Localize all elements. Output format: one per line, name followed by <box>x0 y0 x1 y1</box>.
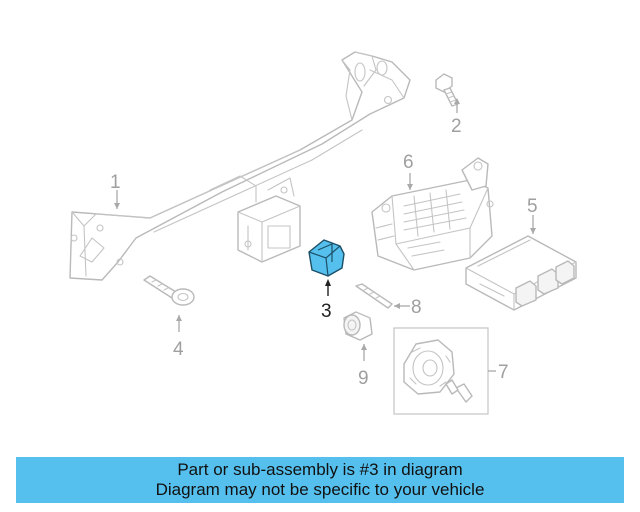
parts-diagram: 1 2 6 5 <box>69 51 577 415</box>
banner-line-disclaimer: Diagram may not be specific to your vehi… <box>155 480 485 499</box>
part-8-pin <box>355 283 393 309</box>
info-banner: Part or sub-assembly is #3 in diagram Di… <box>16 457 624 503</box>
part-9-bushing <box>343 311 373 341</box>
part-2-bolt <box>435 73 459 107</box>
callout-5: 5 <box>527 196 538 217</box>
callout-7: 7 <box>498 362 509 383</box>
callout-8: 8 <box>411 297 422 318</box>
part-6-module-bracket <box>371 157 494 271</box>
callout-6: 6 <box>403 152 414 173</box>
part-7-assembly-box <box>393 327 489 415</box>
part-5-ecu-module <box>465 235 577 311</box>
callout-4: 4 <box>173 339 184 360</box>
callout-9: 9 <box>358 368 369 389</box>
part-1-hitch-crossmember <box>69 51 411 281</box>
callout-1: 1 <box>110 172 121 193</box>
callout-3: 3 <box>321 301 332 322</box>
callout-2: 2 <box>451 116 462 137</box>
part-3-highlighted-bracket <box>308 239 345 277</box>
part-4-eye-bolt <box>143 275 195 306</box>
banner-line-part: Part or sub-assembly is #3 in diagram <box>177 460 463 479</box>
